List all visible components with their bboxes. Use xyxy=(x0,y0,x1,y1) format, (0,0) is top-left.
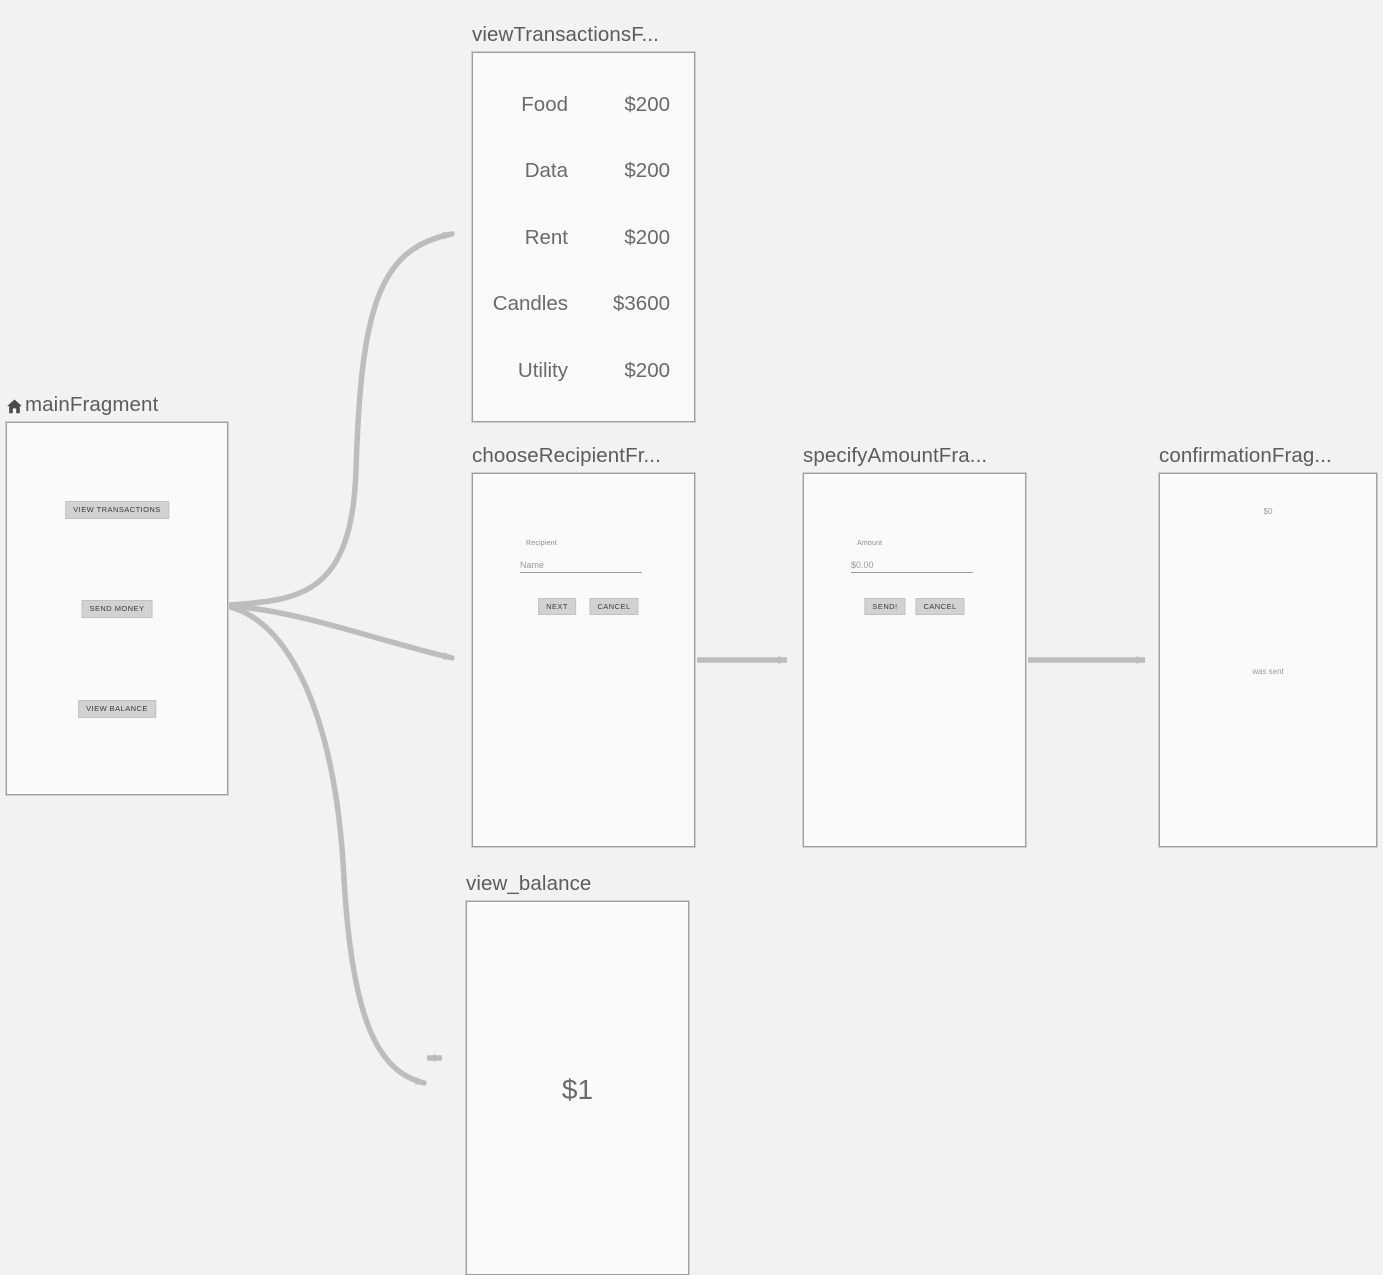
transaction-amount: $200 xyxy=(624,159,670,182)
node-frame-view-transactions[interactable]: Food $200 Data $200 Rent $200 Candles $3… xyxy=(472,52,695,422)
node-frame-specify-amount[interactable]: Amount $0.00 SEND! CANCEL xyxy=(803,473,1026,847)
preview-button-send[interactable]: SEND! xyxy=(864,598,906,615)
transaction-label: Rent xyxy=(524,226,568,249)
transaction-row: Data $200 xyxy=(473,158,694,184)
action-edge-main-to-transactions[interactable] xyxy=(227,231,455,608)
preview-input-amount[interactable]: $0.00 xyxy=(851,557,973,573)
node-frame-view-balance[interactable]: $1 xyxy=(466,901,689,1275)
transaction-amount: $3600 xyxy=(612,292,670,315)
node-title-main-fragment: mainFragment xyxy=(25,393,159,416)
node-header-main-fragment: mainFragment xyxy=(6,392,158,418)
transaction-label: Data xyxy=(524,159,568,182)
preview-label-amount: Amount xyxy=(857,540,883,547)
preview-input-amount-placeholder: $0.00 xyxy=(851,560,874,570)
transaction-label: Utility xyxy=(517,359,568,382)
node-title-view-transactions: viewTransactionsF... xyxy=(472,23,659,46)
preview-balance-amount: $1 xyxy=(561,1074,594,1105)
node-header-specify-amount: specifyAmountFra... xyxy=(803,443,987,469)
node-title-choose-recipient: chooseRecipientFr... xyxy=(472,444,661,467)
preview-button-view-transactions[interactable]: VIEW TRANSACTIONS xyxy=(65,501,169,519)
preview-button-send-money[interactable]: SEND MONEY xyxy=(81,600,153,618)
preview-input-recipient-placeholder: Name xyxy=(520,560,545,570)
preview-confirmation-amount-text: $0 xyxy=(1263,507,1273,516)
node-title-specify-amount: specifyAmountFra... xyxy=(803,444,988,467)
destination-node-view-balance[interactable]: view_balance $1 xyxy=(466,872,689,1275)
preview-button-view-balance[interactable]: VIEW BALANCE xyxy=(78,700,156,718)
preview-label-recipient: Recipient xyxy=(526,540,557,547)
transaction-amount: $200 xyxy=(624,359,670,382)
node-header-view-balance: view_balance xyxy=(466,871,591,897)
preview-button-cancel[interactable]: CANCEL xyxy=(915,598,965,615)
transaction-amount: $200 xyxy=(624,226,670,249)
home-icon xyxy=(6,398,23,415)
destination-node-main-fragment[interactable]: mainFragment VIEW TRANSACTIONS SEND MONE… xyxy=(6,393,228,795)
node-frame-main-fragment[interactable]: VIEW TRANSACTIONS SEND MONEY VIEW BALANC… xyxy=(6,422,228,795)
action-edge-main-to-balance[interactable] xyxy=(227,604,427,1086)
transaction-row: Candles $3600 xyxy=(473,291,694,317)
node-title-confirmation: confirmationFrag... xyxy=(1159,444,1332,467)
preview-button-next[interactable]: NEXT xyxy=(538,598,576,615)
node-header-view-transactions: viewTransactionsF... xyxy=(472,22,659,48)
destination-node-confirmation[interactable]: confirmationFrag... $0 was sent xyxy=(1159,444,1377,847)
preview-button-cancel[interactable]: CANCEL xyxy=(589,598,639,615)
transaction-label: Food xyxy=(521,93,568,116)
node-frame-choose-recipient[interactable]: Recipient Name NEXT CANCEL xyxy=(472,473,695,847)
action-edge-main-to-choose-recipient[interactable] xyxy=(227,603,455,661)
transaction-row: Food $200 xyxy=(473,92,694,118)
transaction-label: Candles xyxy=(492,292,568,315)
node-frame-confirmation[interactable]: $0 was sent xyxy=(1159,473,1377,847)
preview-confirmation-note: was sent xyxy=(1252,667,1284,676)
preview-input-recipient-name[interactable]: Name xyxy=(520,557,642,573)
destination-node-choose-recipient[interactable]: chooseRecipientFr... Recipient Name NEXT… xyxy=(472,444,695,847)
destination-node-view-transactions[interactable]: viewTransactionsF... Food $200 Data $200… xyxy=(472,23,695,422)
transaction-amount: $200 xyxy=(624,93,670,116)
transaction-row: Utility $200 xyxy=(473,358,694,384)
destination-node-specify-amount[interactable]: specifyAmountFra... Amount $0.00 SEND! C… xyxy=(803,444,1026,847)
node-header-confirmation: confirmationFrag... xyxy=(1159,443,1332,469)
node-title-view-balance: view_balance xyxy=(466,872,592,895)
node-header-choose-recipient: chooseRecipientFr... xyxy=(472,443,661,469)
transaction-row: Rent $200 xyxy=(473,225,694,251)
